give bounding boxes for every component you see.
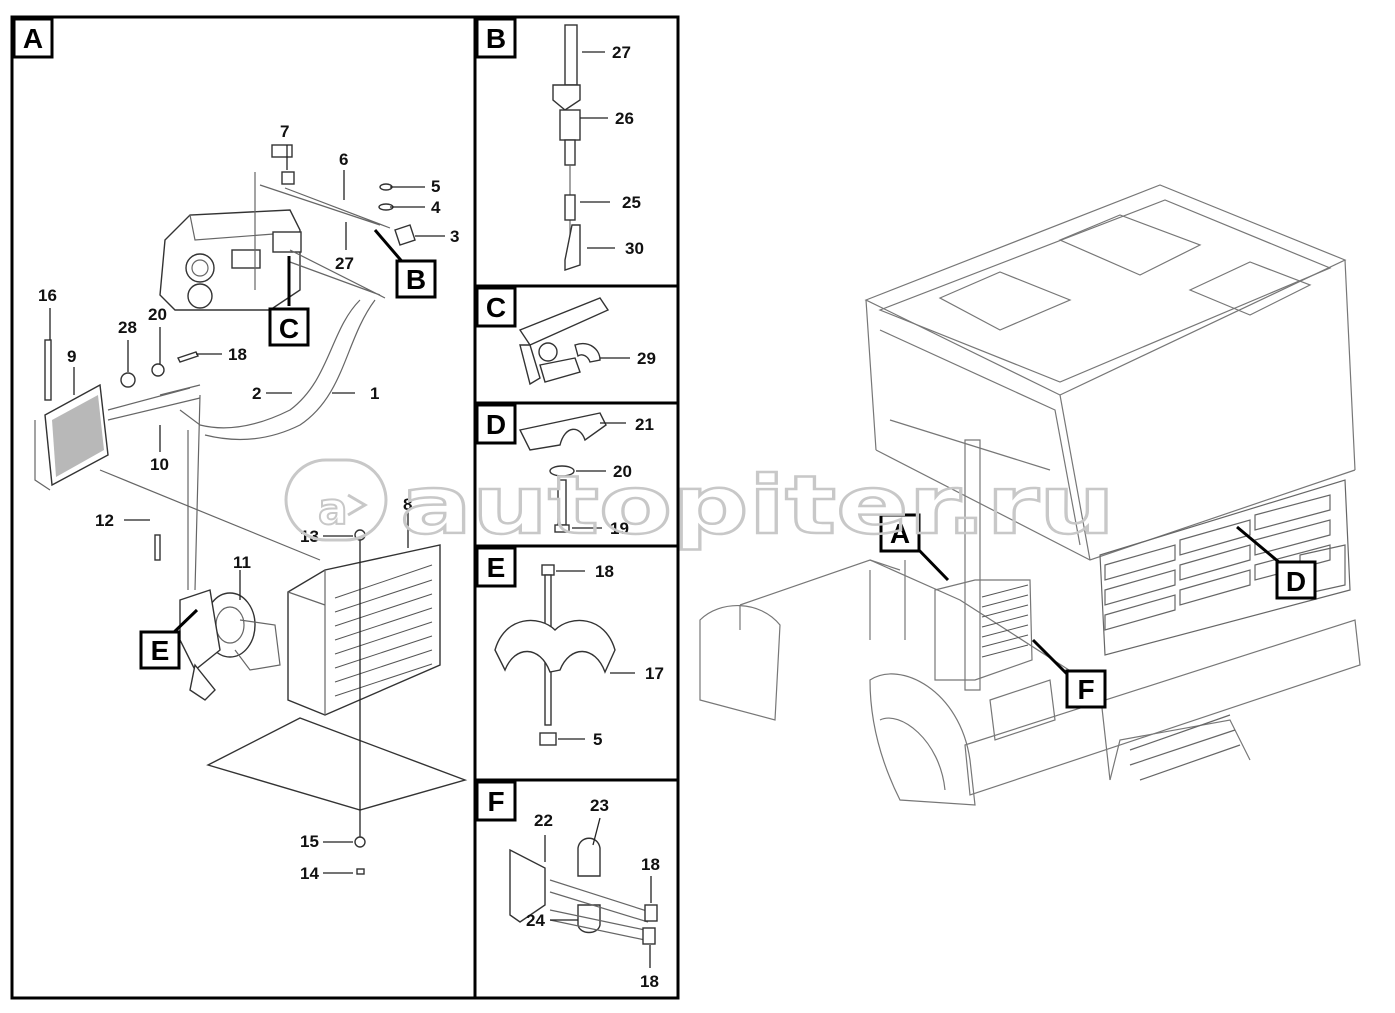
part-label: 9 [67, 347, 76, 366]
part-label: 27 [335, 254, 354, 273]
part-label: 5 [431, 177, 440, 196]
panel-label-e: E [475, 546, 517, 588]
svg-text:a: a [318, 484, 348, 535]
part-label: 5 [593, 730, 602, 749]
truck-callout-a: A [879, 513, 921, 553]
panel-a-drawing [34, 144, 468, 875]
svg-text:F: F [1077, 674, 1094, 705]
svg-text:D: D [1286, 566, 1306, 597]
part-label: 29 [637, 349, 656, 368]
svg-text:A: A [890, 518, 910, 549]
svg-text:D: D [486, 409, 506, 440]
part-label: 28 [118, 318, 137, 337]
panel-b-drawing [552, 24, 615, 271]
panel-d-drawing [518, 412, 626, 533]
part-label: 26 [615, 109, 634, 128]
part-label: 4 [431, 198, 441, 217]
part-label: 24 [526, 911, 545, 930]
callout-c-box: C [268, 307, 310, 347]
panel-c-drawing [518, 297, 630, 386]
part-label: 1 [370, 384, 379, 403]
part-label: 2 [252, 384, 261, 403]
part-label: 18 [595, 562, 614, 581]
part-label: 11 [233, 553, 251, 572]
part-label: 6 [339, 150, 348, 169]
part-label: 22 [534, 811, 553, 830]
part-label: 7 [280, 122, 289, 141]
part-label: 25 [622, 193, 641, 212]
part-label: 30 [625, 239, 644, 258]
svg-text:A: A [23, 23, 43, 54]
callout-b-box: B [395, 259, 437, 299]
svg-text:C: C [486, 292, 506, 323]
part-label: 21 [635, 415, 654, 434]
panel-label-a: A [12, 17, 54, 59]
part-label: 8 [403, 495, 412, 514]
panel-f-drawing [509, 817, 658, 968]
panel-a-leaders [49, 145, 445, 874]
part-label: 14 [300, 864, 319, 883]
svg-text:E: E [487, 552, 506, 583]
truck-callout-f: F [1065, 669, 1107, 709]
part-label: 3 [450, 227, 459, 246]
panel-label-b: B [475, 17, 517, 59]
svg-text:C: C [279, 313, 299, 344]
watermark: a autopiter.ru [284, 458, 1116, 553]
part-label: 23 [590, 796, 609, 815]
part-label: 12 [95, 511, 114, 530]
panel-a-part-numbers: 1 2 3 4 5 6 7 8 9 10 11 12 13 14 15 16 1… [38, 122, 459, 883]
part-label: 15 [300, 832, 319, 851]
truck-condenser-fill [981, 584, 1029, 658]
svg-text:autopiter.ru: autopiter.ru [400, 459, 1115, 552]
part-label: 19 [610, 519, 629, 538]
panel-label-d: D [475, 403, 517, 445]
part-label: 17 [645, 664, 664, 683]
panel-label-c: C [475, 286, 517, 328]
part-label: 18 [640, 972, 659, 991]
part-label: 20 [613, 462, 632, 481]
part-label: 16 [38, 286, 57, 305]
panel-e-drawing [494, 564, 635, 746]
part-label: 10 [150, 455, 169, 474]
part-label: 20 [148, 305, 167, 324]
svg-text:B: B [486, 23, 506, 54]
svg-text:E: E [151, 635, 170, 666]
callout-e-box: E [139, 630, 181, 670]
part-label: 27 [612, 43, 631, 62]
truck-callout-d: D [1275, 560, 1317, 600]
panel-label-f: F [475, 780, 517, 822]
svg-text:F: F [487, 786, 504, 817]
svg-text:B: B [406, 264, 426, 295]
part-label: 18 [641, 855, 660, 874]
part-label: 18 [228, 345, 247, 364]
detail-column-frame [473, 15, 680, 1000]
